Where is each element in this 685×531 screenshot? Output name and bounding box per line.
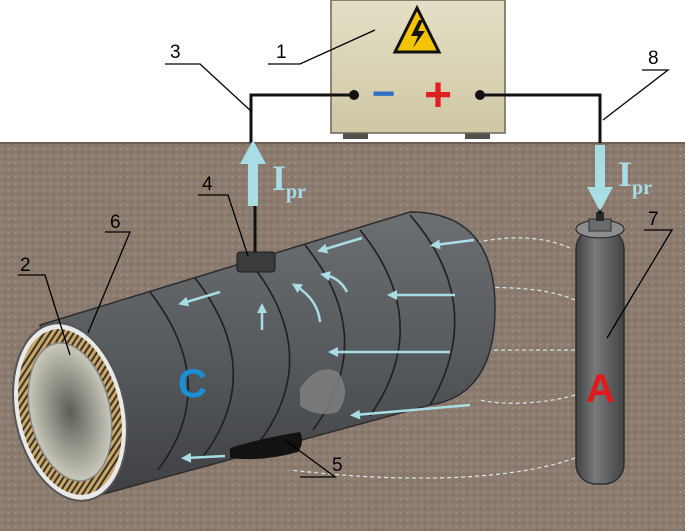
current-label-left: Ipr [272, 158, 306, 203]
coating-defect [300, 369, 345, 414]
current-flow-arrows [240, 140, 613, 211]
minus-sign: − [372, 72, 395, 116]
cathode-letter: C [178, 362, 207, 406]
cable-connection-block [236, 251, 276, 273]
label-7: 7 [648, 209, 659, 230]
current-arrows-on-pipe [178, 236, 475, 463]
leader-lines [18, 29, 674, 478]
label-1: 1 [276, 42, 287, 63]
pipe-inner-wall [27, 342, 113, 482]
label-4: 4 [202, 174, 213, 195]
anode [575, 212, 625, 485]
label-6: 6 [110, 212, 121, 233]
pipeline [12, 211, 496, 502]
plus-sign: + [424, 69, 452, 122]
anode-letter: A [586, 367, 615, 411]
label-5: 5 [332, 455, 343, 476]
label-8: 8 [648, 48, 659, 69]
rectifier-unit: − + [330, 0, 506, 139]
label-3: 3 [170, 42, 181, 63]
high-voltage-warning-icon [392, 4, 442, 54]
current-label-right: Ipr [618, 154, 652, 199]
label-2: 2 [20, 255, 31, 276]
